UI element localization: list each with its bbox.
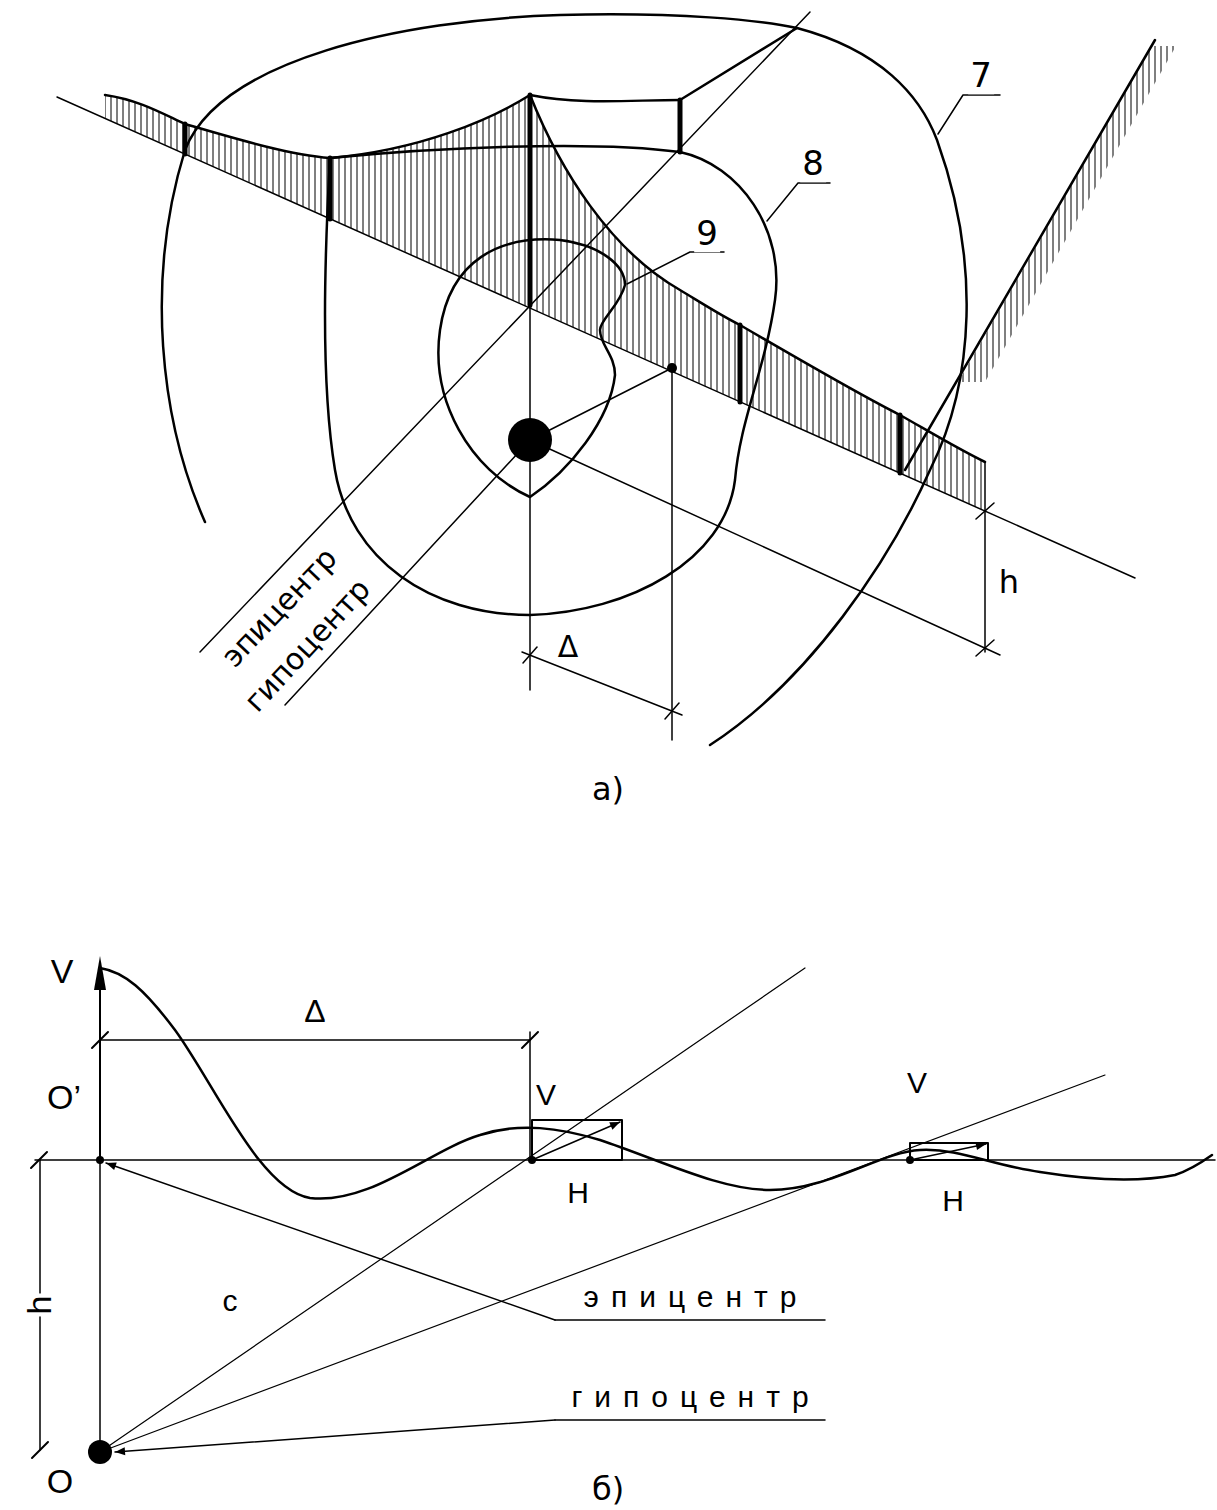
component-box [910,1143,988,1160]
ray-label: c [221,1284,240,1317]
point-label: O’ [45,1079,83,1116]
label-underline [555,1419,825,1421]
part-a [57,12,1176,745]
station-dot [528,1156,536,1164]
distance-dimension: Δ [556,630,581,663]
profile-link [680,28,797,100]
hypocenter-dot [508,418,552,462]
epicenter-line [529,305,531,690]
epicenter-leader [106,1163,555,1320]
component-label: V [905,1066,929,1099]
depth-dimension: h [997,565,1021,600]
component-label: V [534,1078,558,1111]
dimension-tick [92,1032,108,1048]
surface-line [35,1159,1215,1161]
callout-leader [627,252,724,284]
dimension-line [100,1039,530,1041]
dimension-tick [976,503,994,519]
line-shape [528,95,533,305]
dimension-line [522,652,682,715]
line-shape [738,325,743,402]
amplitude-profile [105,95,985,462]
amplitude-hatch [105,95,985,511]
epicenter-leader [200,12,810,652]
depth-line [99,1160,101,1452]
hypocenter-dot [88,1440,112,1464]
dimension-tick [523,647,537,663]
axis-arrowhead [94,956,106,990]
hillside-line [905,40,1155,470]
callout-number: 7 [968,57,994,94]
seismic-ray [100,1075,1105,1452]
subfigure-label: а) [590,772,626,807]
callout-leader [767,183,830,221]
extension-line [529,1032,531,1160]
part-b [31,956,1215,1458]
dimension-line [984,511,986,652]
station-dot [667,363,677,373]
epicenter-dot [96,1156,104,1164]
velocity-vector [910,1144,986,1160]
end-tick [984,462,986,511]
subfigure-label: б) [590,1472,626,1507]
velocity-axis [99,988,101,1160]
label-underline [555,1319,825,1321]
axis-label: V [49,953,76,990]
isoseismal-8 [325,146,776,615]
velocity-vector [532,1122,620,1160]
dimension-tick [665,703,679,719]
ray [530,368,672,440]
profile-link [530,95,680,101]
component-box [532,1120,622,1160]
component-label: H [565,1176,591,1209]
callout-number: 9 [694,215,720,252]
dimension-tick [31,1152,47,1168]
hypocenter-label: гипоцентр [557,1380,822,1413]
dimension-tick [976,640,994,656]
isoseismal-9 [438,239,625,497]
surface-wave [100,968,1212,1199]
depth-dimension: h [21,1294,58,1317]
component-label: H [940,1184,966,1217]
depth-extension [530,440,1000,655]
point-label: O [45,1463,75,1500]
ground-line [57,97,1135,578]
station-dot [906,1156,914,1164]
line-shape [898,415,903,473]
station-line [671,368,673,740]
line-shape [678,100,683,152]
hillside-hatch [958,46,1176,382]
dimension-tick [32,1442,48,1458]
callout-number: 8 [800,145,826,182]
isoseismal-7 [162,14,967,745]
distance-dimension: Δ [302,994,327,1029]
amplitude-bars [185,95,900,473]
callout-leader [938,95,1000,134]
hypocenter-leader [115,1420,555,1452]
epicenter-label: эпицентр [570,1280,811,1313]
